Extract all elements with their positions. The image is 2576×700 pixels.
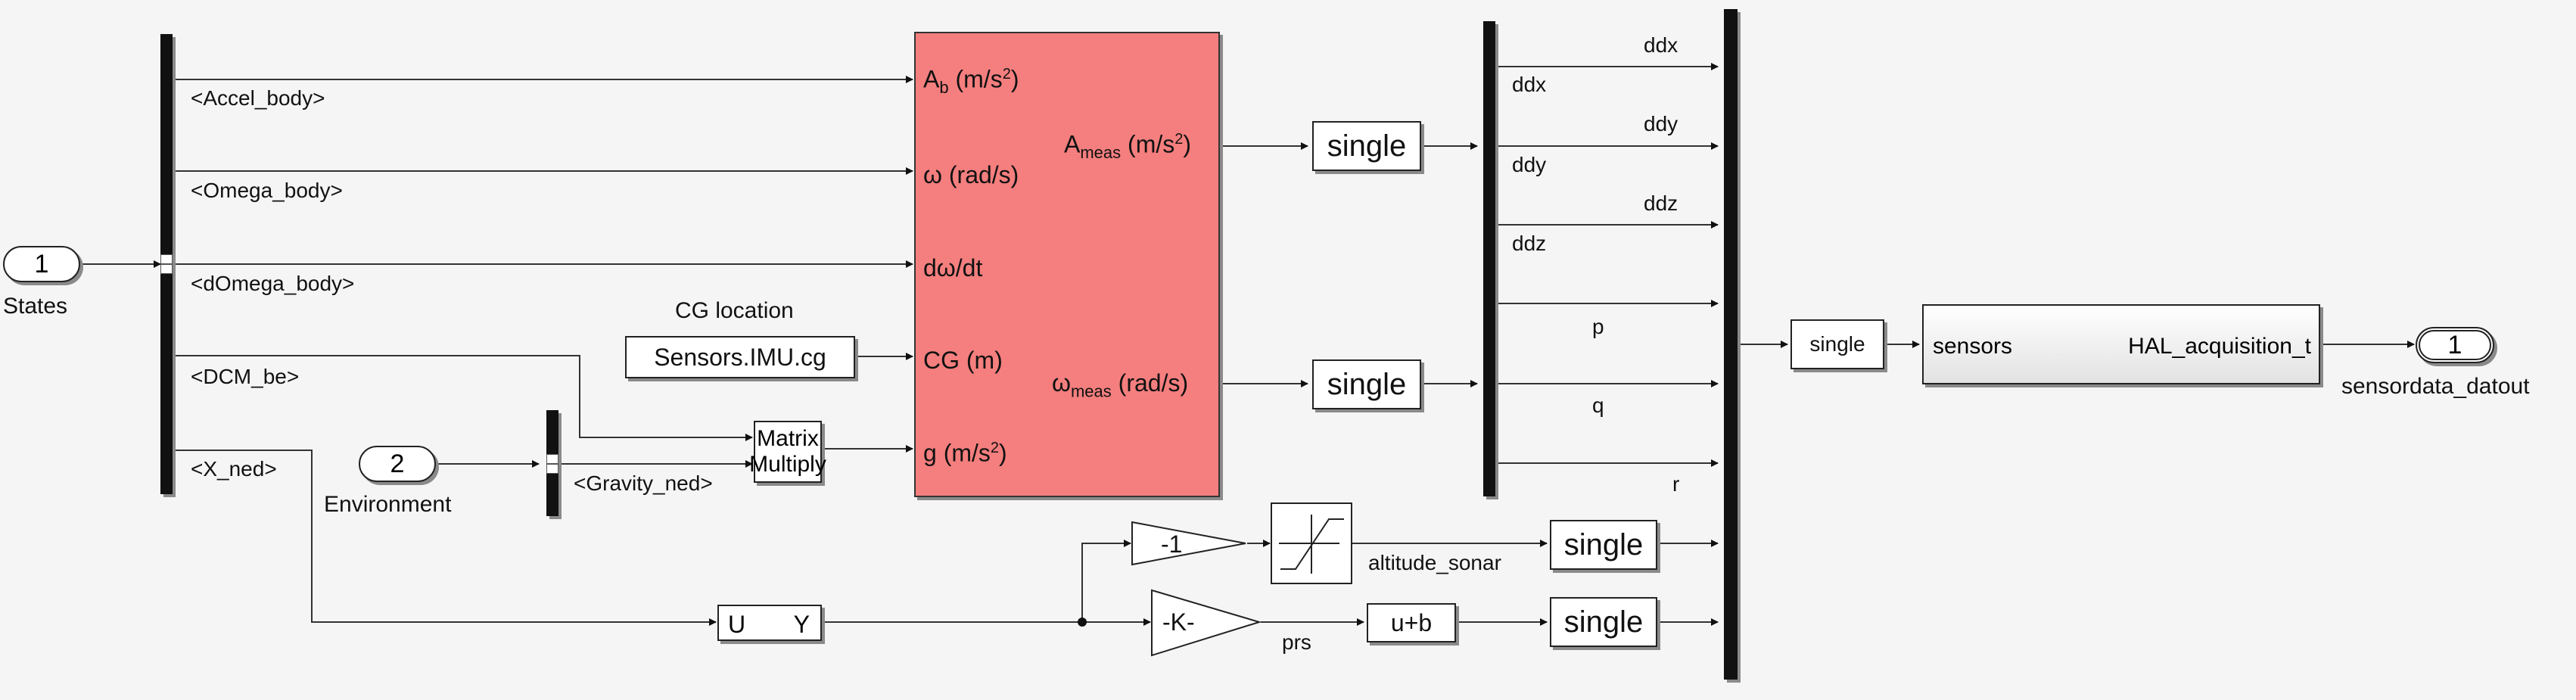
bus-in-r: r: [1672, 472, 1680, 496]
imu-input-gravity: g (m/s2): [923, 439, 1007, 467]
inport-label-states: States: [3, 294, 68, 319]
bus-in-ddz: ddz: [1644, 191, 1678, 215]
demux-out-ddz: ddz: [1512, 232, 1547, 255]
convert-single-prs[interactable]: single: [1550, 597, 1657, 647]
demux-out-ddx: ddx: [1512, 73, 1547, 96]
bus-to-struct-input: sensors: [1933, 334, 2013, 359]
convert-single-accel[interactable]: single: [1312, 121, 1421, 171]
selector-u: U: [728, 611, 746, 638]
inport-label-environment: Environment: [324, 492, 452, 517]
outport-sensordata[interactable]: 1: [2416, 327, 2494, 363]
convert-single-sonar[interactable]: single: [1550, 520, 1657, 570]
constant-value: Sensors.IMU.cg: [654, 343, 826, 371]
cg-location-title: CG location: [675, 298, 794, 323]
inport-number: 1: [34, 249, 49, 278]
matrix-multiply-line2: Multiply: [749, 452, 826, 477]
gain-neg1-value: -1: [1161, 530, 1183, 558]
signal-label-dcm-be: <DCM_be>: [191, 365, 300, 388]
gain-k-block: [1151, 589, 1262, 657]
matrix-multiply-block[interactable]: Matrix Multiply: [749, 421, 826, 483]
outport-number: 1: [2447, 330, 2462, 359]
bus-in-q: q: [1592, 394, 1604, 417]
inport-environment[interactable]: 2: [359, 446, 436, 482]
signal-label-omega-body: <Omega_body>: [191, 179, 343, 202]
bus-to-struct-output: HAL_acquisition_t: [2128, 334, 2311, 359]
bus-selector-port-icon: [546, 454, 558, 474]
imu-block[interactable]: [914, 32, 1220, 497]
inport-number: 2: [390, 449, 405, 478]
convert-single-omega[interactable]: single: [1312, 359, 1421, 409]
imu-output-accel-meas: Ameas (m/s2): [1064, 130, 1192, 163]
demux-out-ddy: ddy: [1512, 153, 1547, 176]
signal-label-accel-body: <Accel_body>: [191, 86, 325, 110]
signal-label-x-ned: <X_ned>: [191, 457, 277, 481]
imu-output-omega-meas: ωmeas (rad/s): [1052, 369, 1189, 401]
gain-k-value: -K-: [1162, 608, 1195, 636]
imu-input-omega: ω (rad/s): [923, 161, 1019, 188]
outport-label: sensordata_datout: [2341, 374, 2530, 399]
inport-states[interactable]: 1: [3, 246, 80, 282]
label-altitude-sonar: altitude_sonar: [1368, 551, 1501, 574]
matrix-multiply-line1: Matrix: [757, 425, 819, 451]
bus-creator-bar[interactable]: [1724, 9, 1738, 680]
demux-bar[interactable]: [1483, 21, 1495, 496]
bus-selector-port-icon: [160, 254, 173, 274]
signal-label-domega-body: <dOmega_body>: [191, 272, 355, 295]
bus-to-struct-block[interactable]: sensors HAL_acquisition_t: [1922, 304, 2320, 384]
bus-in-p: p: [1592, 315, 1604, 338]
convert-single-bus[interactable]: single: [1790, 319, 1884, 369]
label-prs: prs: [1282, 630, 1311, 654]
signal-label-gravity-ned: <Gravity_ned>: [574, 471, 713, 495]
imu-input-domega: dω/dt: [923, 254, 983, 282]
gain-neg1-block: [1131, 521, 1246, 566]
bias-block[interactable]: u+b: [1367, 603, 1456, 642]
imu-input-cg: CG (m): [923, 347, 1003, 374]
selector-y: Y: [793, 611, 810, 638]
cg-location-constant[interactable]: Sensors.IMU.cg: [625, 336, 855, 378]
bus-in-ddx: ddx: [1644, 33, 1678, 57]
imu-input-accel: Ab (m/s2): [923, 65, 1019, 98]
bus-in-ddy: ddy: [1644, 112, 1678, 135]
selector-block[interactable]: U Y: [717, 605, 822, 641]
